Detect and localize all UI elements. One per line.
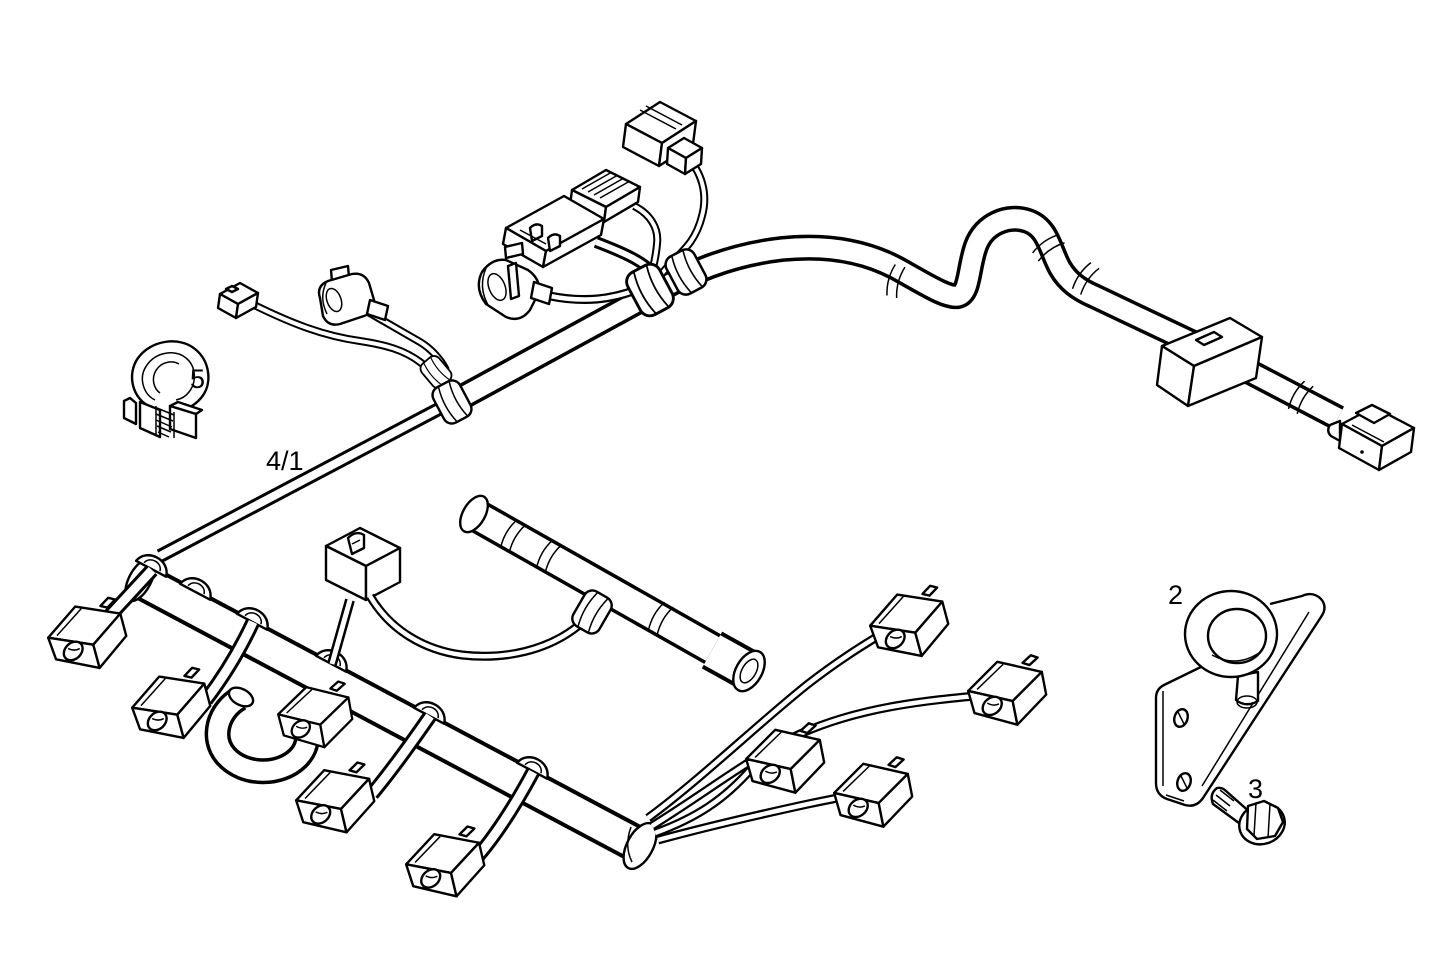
fanout-wires — [645, 626, 987, 845]
cable-clamp-clip — [122, 340, 210, 440]
end-connector — [1327, 403, 1416, 472]
branch-leads — [216, 264, 476, 428]
main-trunk-tube — [156, 205, 1345, 563]
callout-3[interactable]: 3 — [1248, 774, 1264, 804]
callout-2[interactable]: 2 — [1168, 580, 1184, 610]
junction-box — [1155, 316, 1264, 408]
hex-flange-bolt — [1210, 786, 1286, 846]
holder-bracket — [1154, 589, 1326, 807]
round-sensor-connector — [477, 241, 554, 321]
harness-holder-block — [324, 526, 402, 666]
ecu-module-box — [501, 194, 606, 269]
callout-4-1[interactable]: 4/1 — [266, 446, 304, 476]
control-module-box — [621, 100, 704, 176]
callout-5[interactable]: 5 — [190, 364, 206, 394]
ribbed-branch-tube — [366, 494, 766, 693]
module-wires — [549, 153, 712, 322]
relay-box — [568, 168, 642, 224]
